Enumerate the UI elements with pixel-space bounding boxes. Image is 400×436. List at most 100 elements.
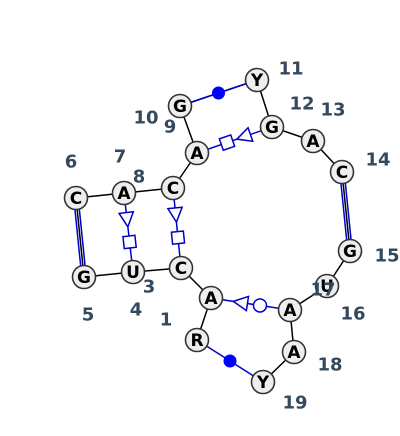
nucleotide-9: A	[184, 140, 210, 166]
nucleotide-circle	[111, 180, 137, 206]
pair-line	[210, 297, 291, 311]
index-label-15: 15	[374, 246, 399, 267]
nucleotide-letter: A	[190, 144, 204, 164]
index-label-1: 1	[160, 310, 173, 331]
nucleotide-letter: Y	[250, 71, 264, 91]
base-pair-9-12	[196, 126, 273, 154]
nucleotide-circle	[259, 114, 285, 140]
base-pair-2-17	[210, 295, 291, 313]
triangle-symbol	[235, 126, 254, 143]
pair-line	[339, 172, 349, 252]
index-label-10: 10	[133, 108, 158, 129]
pair-line	[343, 171, 353, 251]
nucleotide-letter: G	[265, 118, 279, 138]
nucleotide-12: G	[259, 114, 285, 140]
pair-line	[196, 126, 273, 154]
nucleotide-circle	[277, 297, 303, 323]
index-label-18: 18	[317, 355, 342, 376]
nucleotide-15: G	[337, 238, 363, 264]
nucleotide-letter: U	[320, 277, 334, 297]
nucleotide-letter: G	[173, 97, 187, 117]
nucleotide-letter: C	[70, 189, 82, 209]
base-pair-8-3	[166, 187, 186, 269]
nucleotide-17: A	[277, 297, 303, 323]
base-pair-1-19	[196, 339, 264, 383]
nucleotide-6: C	[63, 185, 89, 211]
index-label-19: 19	[282, 393, 307, 414]
square-symbol	[170, 230, 186, 245]
nucleotide-circle	[314, 273, 340, 299]
index-label-3: 3	[143, 277, 156, 298]
index-label-11: 11	[278, 59, 303, 80]
nucleotide-16: U	[314, 273, 340, 299]
base-pair-layer	[73, 79, 353, 383]
nucleotide-circle	[160, 175, 186, 201]
filled-circle-symbol	[212, 86, 225, 100]
nucleotide-circle	[281, 339, 307, 365]
nucleotide-4: U	[120, 259, 146, 285]
index-label-7: 7	[114, 147, 127, 168]
nucleotide-circle	[184, 140, 210, 166]
nucleotide-3: C	[168, 255, 194, 281]
filled-circle-symbol	[223, 354, 237, 368]
nucleotide-circle	[184, 327, 210, 353]
base-pair-10-11	[179, 79, 258, 107]
nucleotide-7: A	[111, 180, 137, 206]
nucleotide-18: A	[281, 339, 307, 365]
nucleotide-circle	[300, 128, 326, 154]
triangle-symbol	[117, 210, 135, 229]
nucleotide-letter: C	[167, 179, 179, 199]
backbone-layer	[75, 79, 351, 383]
triangle-symbol	[166, 206, 184, 224]
index-label-17: 17	[310, 280, 335, 301]
square-symbol	[122, 234, 138, 250]
nucleotide-circle	[168, 255, 194, 281]
index-label-8: 8	[133, 167, 146, 188]
base-pair-5-6	[73, 197, 87, 278]
index-label-14: 14	[365, 150, 390, 171]
base-pair-14-15	[339, 171, 353, 252]
pair-line	[123, 192, 134, 273]
nucleotide-letter: A	[283, 301, 297, 321]
index-label-16: 16	[340, 304, 365, 325]
pair-line	[77, 197, 87, 277]
nucleotide-letter: Y	[256, 373, 270, 393]
nucleotide-14: C	[329, 159, 355, 185]
nucleotide-letter: C	[175, 259, 187, 279]
nucleotide-letter: A	[117, 184, 131, 204]
index-label-6: 6	[65, 152, 78, 173]
nucleotide-circle	[63, 185, 89, 211]
nucleotide-letter: A	[306, 132, 320, 152]
triangle-symbol	[231, 295, 250, 312]
index-label-9: 9	[164, 117, 177, 138]
backbone-link-5-6	[75, 197, 85, 278]
base-pair-7-4	[117, 192, 138, 273]
pair-line	[73, 198, 83, 278]
backbone-link-14-15	[341, 171, 351, 252]
nucleotide-13: A	[300, 128, 326, 154]
nucleotide-2: A	[198, 285, 224, 311]
nucleotide-letter: G	[77, 268, 91, 288]
nucleotide-1: R	[184, 327, 210, 353]
index-label-13: 13	[320, 100, 345, 121]
open-circle-symbol	[252, 298, 268, 313]
nucleotide-circle	[71, 264, 97, 290]
square-symbol	[218, 134, 236, 152]
nucleotide-letter: A	[204, 289, 218, 309]
nucleotide-circle	[329, 159, 355, 185]
nucleotide-circle	[198, 285, 224, 311]
nucleotide-letter: C	[336, 163, 348, 183]
nucleotide-letter: R	[190, 331, 203, 351]
nucleotide-letter: A	[287, 343, 301, 363]
nucleotide-circle	[244, 67, 270, 93]
nucleotide-10: G	[167, 93, 193, 119]
index-label-4: 4	[130, 300, 143, 321]
nucleotide-circle	[250, 369, 276, 395]
index-label-5: 5	[82, 305, 95, 326]
nucleotide-letter: U	[126, 263, 140, 283]
nucleotide-8: C	[160, 175, 186, 201]
index-label-12: 12	[289, 94, 314, 115]
